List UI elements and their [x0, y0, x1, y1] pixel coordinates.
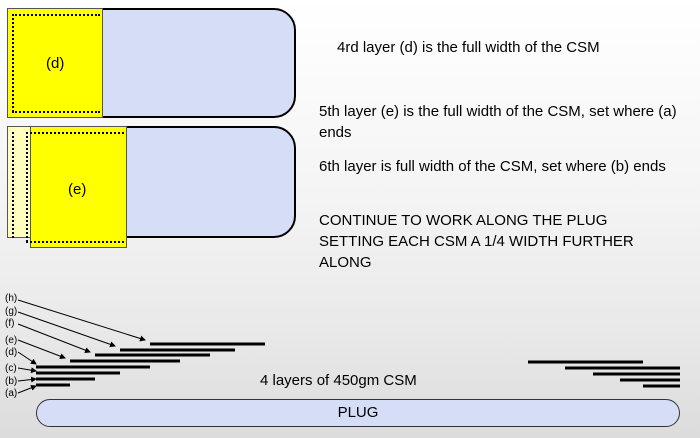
dotted-top-e: [26, 132, 124, 134]
label-arrows: [17, 299, 146, 394]
text-layer6: 6th layer is full width of the CSM, set …: [319, 158, 666, 175]
text-four-layers: 4 layers of 450gm CSM: [260, 372, 417, 389]
label-d: (d): [46, 55, 65, 72]
side-label-h: (h): [5, 293, 18, 304]
dotted-bottom-d: [12, 111, 100, 113]
dotted-edge-e-mid: [26, 132, 28, 242]
label-e: (e): [68, 181, 87, 198]
left-layer-stack: [36, 342, 265, 387]
side-label-b: (b): [5, 376, 18, 387]
side-label-a: (a): [5, 388, 18, 399]
plug: PLUG: [36, 399, 680, 427]
dotted-bottom-e: [26, 241, 124, 243]
csm-layer-d: [7, 8, 103, 118]
csm-layer-e: [30, 126, 127, 248]
dotted-top-d: [12, 14, 100, 16]
dotted-edge-d: [12, 14, 14, 112]
text-layer4: 4rd layer (d) is the full width of the C…: [337, 39, 600, 56]
text-layer5: 5th layer (e) is the full width of the C…: [319, 103, 677, 141]
side-label-d: (d): [5, 347, 18, 358]
side-label-f: (f): [5, 318, 15, 329]
side-label-g: (g): [5, 306, 18, 317]
text-continue: CONTINUE TO WORK ALONG THE PLUG SETTING …: [319, 212, 634, 271]
right-layer-stack: [528, 360, 680, 388]
dotted-edge-e-left: [12, 132, 14, 238]
side-label-c: (c): [5, 363, 17, 374]
side-label-e: (e): [5, 335, 18, 346]
